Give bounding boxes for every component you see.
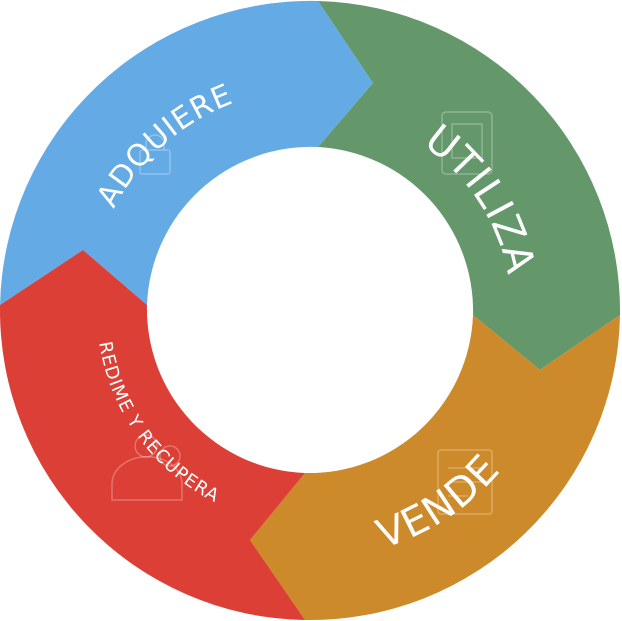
stage-vende: VENDE	[250, 315, 620, 621]
stage-utiliza: UTILIZA	[318, 1, 621, 370]
device-icon	[441, 111, 493, 175]
sell-icon	[437, 449, 493, 515]
segment-redime-y-recupera	[0, 250, 305, 620]
shopping-icon	[139, 134, 171, 175]
segment-utiliza	[318, 1, 621, 370]
people-icon	[111, 434, 183, 501]
segment-vende	[250, 315, 620, 621]
segment-adquiere	[0, 0, 373, 306]
stage-adquiere: ADQUIERE	[0, 0, 373, 306]
stage-redime-y-recupera: REDIME Y RECUPERA	[0, 250, 305, 620]
